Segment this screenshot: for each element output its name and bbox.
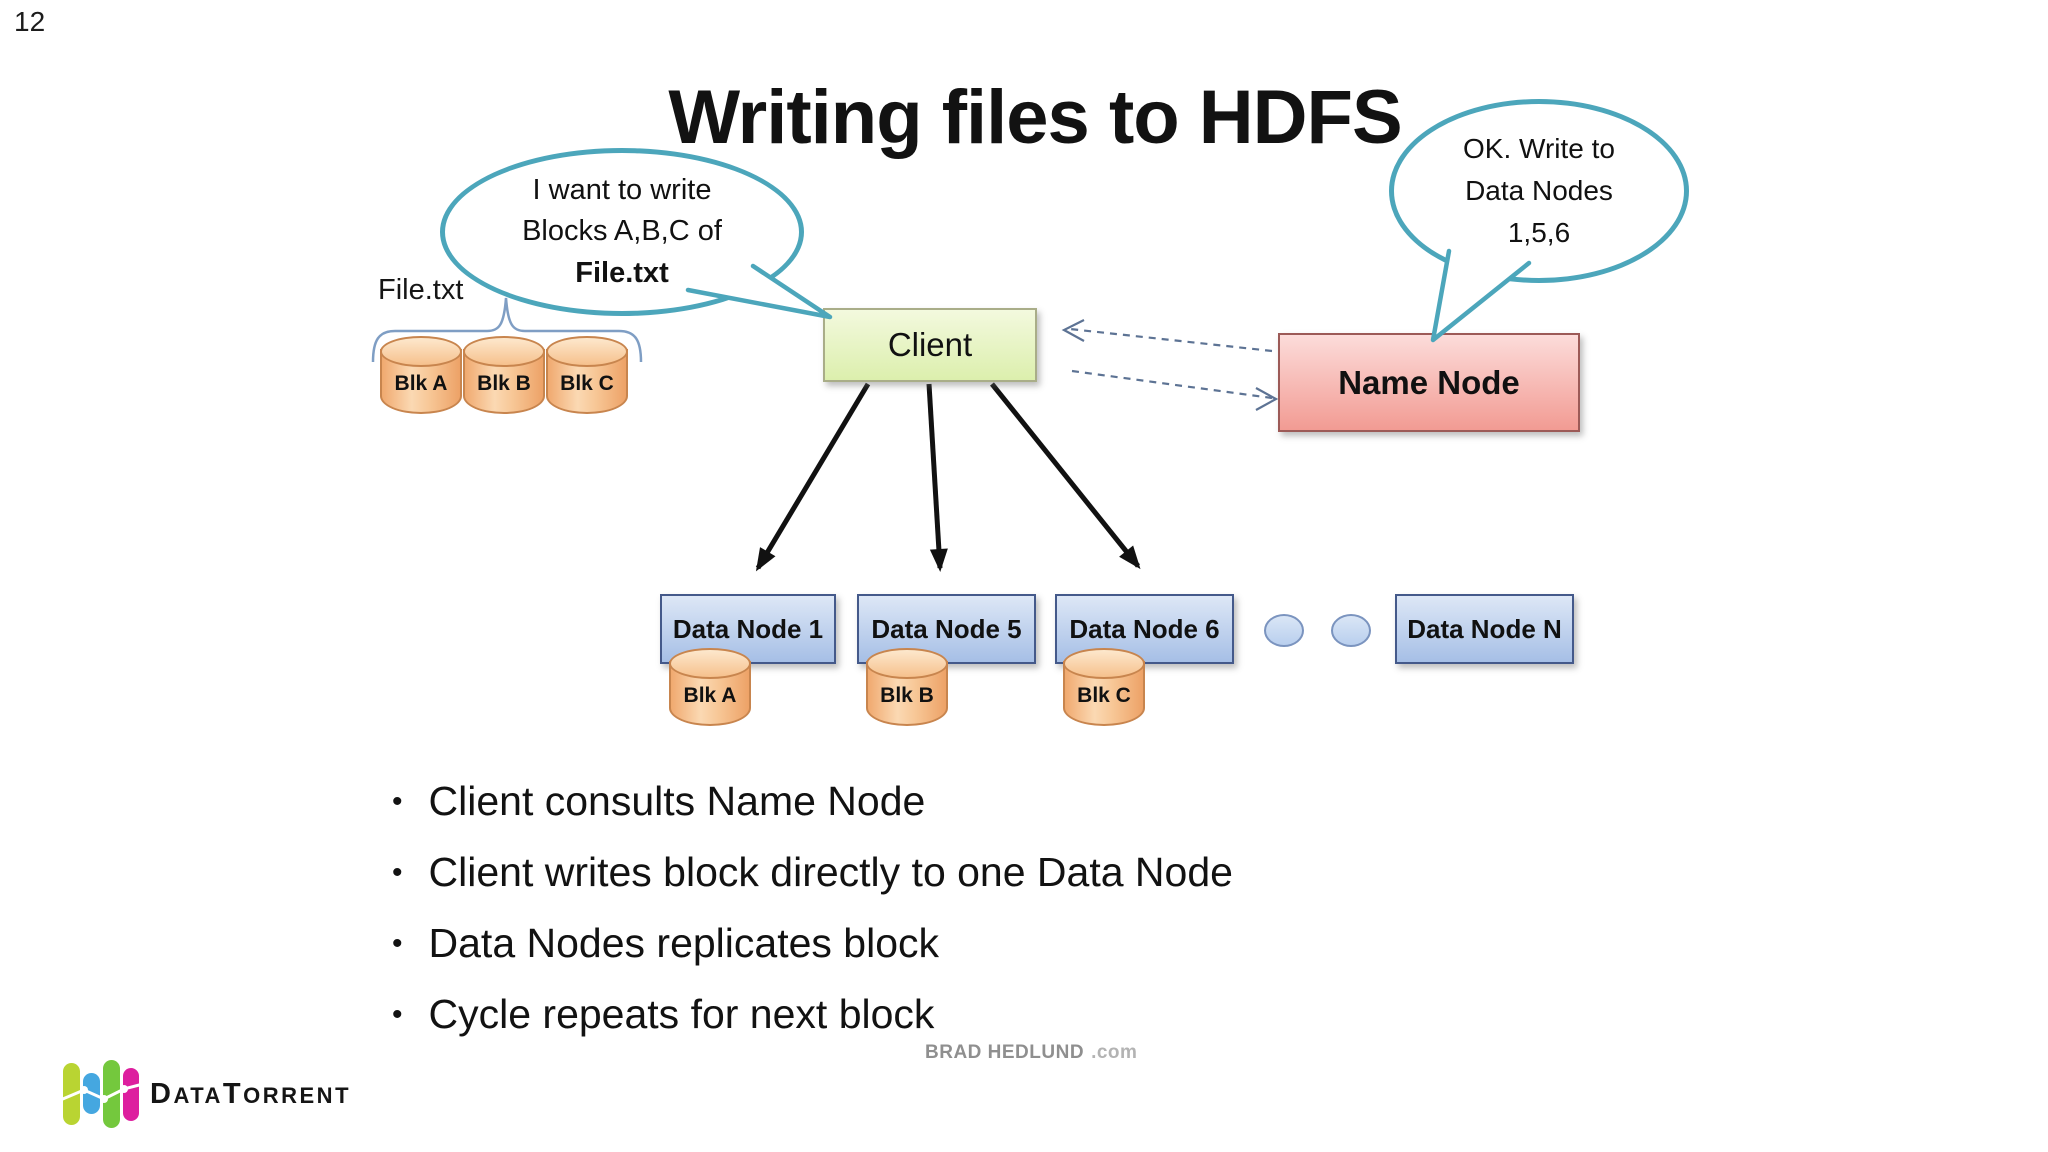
bullet-item: • Cycle repeats for next block <box>392 991 1712 1062</box>
data-node-n-box: Data Node N <box>1395 594 1574 664</box>
node-block-label: Blk B <box>880 684 934 707</box>
name-node-box: Name Node <box>1278 333 1580 432</box>
file-name-label: File.txt <box>378 274 464 306</box>
file-block-label: Blk A <box>394 372 448 395</box>
ellipsis-dot-icon <box>1331 614 1371 647</box>
logo-line-dot <box>80 1086 88 1094</box>
bubble-line: 1,5,6 <box>1507 217 1571 248</box>
client-node-label: Client <box>887 326 973 363</box>
dashed-arrowhead-right-icon <box>1255 387 1279 411</box>
page-number: 12 <box>14 6 46 37</box>
client-speech-bubble: I want to write Blocks A,B,C of File.txt <box>440 148 804 316</box>
wordmark-part: ORRENT <box>243 1083 352 1108</box>
watermark-name: BRAD HEDLUND <box>925 1042 1085 1063</box>
watermark: BRAD HEDLUND .com <box>925 1042 1137 1064</box>
bullet-list: • Client consults Name Node • Client wri… <box>392 778 1712 1062</box>
wordmark-part: T <box>222 1078 244 1110</box>
file-block-cylinder-a: Blk A <box>380 336 462 414</box>
client-to-datanode5-arrow <box>926 383 948 572</box>
client-to-datanode6-arrow <box>990 382 1141 570</box>
bullet-item: • Client consults Name Node <box>392 778 1712 849</box>
logo-line-dot <box>120 1085 128 1093</box>
bubble-line: I want to write <box>532 174 712 207</box>
cylinder-top <box>546 336 628 367</box>
client-node-box: Client <box>823 308 1037 382</box>
data-node-5-label: Data Node 5 <box>871 613 1022 644</box>
cylinder-top <box>669 648 751 679</box>
data-node-n-label: Data Node N <box>1407 613 1562 644</box>
bullet-text: Client consults Name Node <box>428 778 926 824</box>
node-block-cylinder-a: Blk A <box>669 648 751 726</box>
data-node-1-label: Data Node 1 <box>672 613 824 644</box>
file-block-cylinder-c: Blk C <box>546 336 628 414</box>
bubble-line: OK. Write to <box>1463 133 1615 164</box>
client-to-datanode1-arrow <box>755 382 871 572</box>
slide-title: Writing files to HDFS <box>668 75 1402 160</box>
bullet-text: Client writes block directly to one Data… <box>428 849 1233 895</box>
bullet-item: • Client writes block directly to one Da… <box>392 849 1712 920</box>
client-to-namenode-dashed-arrow <box>1071 369 1273 400</box>
node-block-cylinder-c: Blk C <box>1063 648 1145 726</box>
bubble-line: Blocks A,B,C of <box>522 215 722 248</box>
bullet-dot-icon: • <box>392 927 403 960</box>
datatorrent-logo-icon <box>57 1060 144 1128</box>
node-block-label: Blk A <box>683 684 737 707</box>
bullet-item: • Data Nodes replicates block <box>392 920 1712 991</box>
wordmark-part: ATA <box>173 1083 223 1108</box>
name-node-label: Name Node <box>1338 363 1520 401</box>
namenode-speech-bubble: OK. Write to Data Nodes 1,5,6 <box>1389 99 1689 283</box>
datatorrent-wordmark: DATATORRENT <box>150 1080 351 1110</box>
logo-bar-magenta <box>123 1068 139 1121</box>
bullet-dot-icon: • <box>392 998 403 1031</box>
file-block-label: Blk C <box>560 372 614 395</box>
bullet-dot-icon: • <box>392 856 403 889</box>
cylinder-top <box>866 648 948 679</box>
cylinder-top <box>1063 648 1145 679</box>
watermark-suffix: .com <box>1091 1042 1138 1063</box>
bubble-line: Data Nodes <box>1465 175 1613 206</box>
file-block-cylinder-b: Blk B <box>463 336 545 414</box>
cylinder-top <box>463 336 545 367</box>
bullet-dot-icon: • <box>392 785 403 818</box>
bubble-line: File.txt <box>575 256 669 289</box>
data-node-6-label: Data Node 6 <box>1069 613 1220 644</box>
node-block-cylinder-b: Blk B <box>866 648 948 726</box>
data-node-1-box: Data Node 1 <box>660 594 836 664</box>
dashed-arrowhead-left-icon <box>1061 319 1085 342</box>
cylinder-top <box>380 336 462 367</box>
file-block-label: Blk B <box>477 372 531 395</box>
wordmark-part: D <box>150 1078 174 1110</box>
bullet-text: Cycle repeats for next block <box>428 991 935 1037</box>
bullet-text: Data Nodes replicates block <box>428 920 939 966</box>
node-block-label: Blk C <box>1077 684 1131 707</box>
logo-line-dot <box>100 1095 108 1103</box>
namenode-to-client-dashed-arrow <box>1069 327 1273 353</box>
ellipsis-dot-icon <box>1264 614 1304 647</box>
